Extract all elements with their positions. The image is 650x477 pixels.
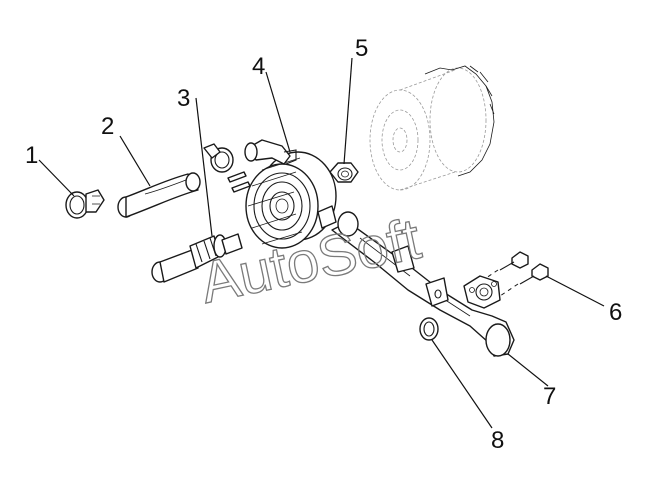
callout-6: 6 (609, 299, 622, 326)
upper-hose-clamp (203, 143, 234, 173)
callout-3: 3 (177, 85, 190, 112)
part-4-oil-cooler (227, 139, 337, 249)
callout-2: 2 (101, 113, 114, 140)
part-1-hose-clamp (65, 189, 105, 219)
callout-7: 7 (543, 383, 556, 410)
part-5-nut (329, 162, 359, 183)
leader-lines (38, 57, 605, 429)
callout-5: 5 (355, 35, 368, 62)
oil-filter (369, 65, 495, 191)
callout-8: 8 (491, 427, 504, 454)
part-3-fitting (151, 233, 243, 283)
callout-1: 1 (25, 142, 38, 169)
part-6-bolts (485, 251, 549, 297)
callout-4: 4 (252, 53, 265, 80)
part-2-hose (117, 172, 201, 218)
part-7-return-pipe (331, 211, 515, 357)
part-8-o-ring (419, 317, 439, 341)
